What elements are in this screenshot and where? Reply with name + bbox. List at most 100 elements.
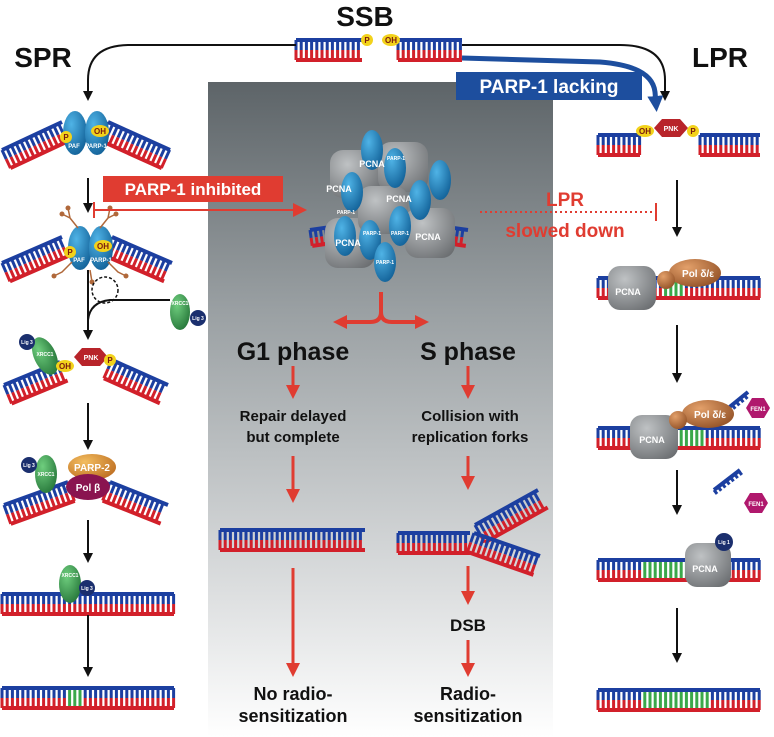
lig3-label-incoming: Lig 3 bbox=[192, 316, 204, 322]
fen1-label-released: FEN1 bbox=[748, 502, 764, 508]
pnk-protein-right bbox=[654, 119, 688, 137]
oh-label-left-2: OH bbox=[97, 242, 109, 251]
parp-inhibited-box bbox=[103, 176, 283, 202]
pcna-label-center-2: PCNA bbox=[326, 184, 352, 194]
pcna-ring-right-4 bbox=[685, 543, 731, 587]
arrow-ssb-to-spr bbox=[83, 44, 296, 101]
dsb-label: DSB bbox=[450, 616, 486, 635]
xrcc1-label-left-4: XRCC1 bbox=[38, 472, 55, 478]
polb-protein bbox=[66, 474, 110, 500]
dna-spr2-right bbox=[102, 235, 173, 284]
par-degradation-circle bbox=[91, 276, 119, 304]
pcna-label-center-1: PCNA bbox=[359, 159, 385, 169]
dna-lpr4 bbox=[596, 558, 761, 582]
pcna-label-right-3: PCNA bbox=[639, 435, 665, 445]
ssb-title: SSB bbox=[336, 1, 394, 32]
parp1-protein-left-2a bbox=[68, 226, 92, 270]
p-label-right: P bbox=[690, 127, 696, 136]
parp2-label: PARP-2 bbox=[74, 463, 110, 474]
p-mark-left-2 bbox=[64, 246, 76, 258]
pcna-label-center-4: PCNA bbox=[415, 232, 441, 242]
lig3-label-left-5: Lig 3 bbox=[81, 586, 93, 592]
dna-lpr-flap-released bbox=[712, 468, 743, 495]
dna-lpr1-right bbox=[698, 133, 760, 157]
ssb-oh-mark bbox=[382, 34, 400, 46]
oh-label-left-1: OH bbox=[94, 127, 106, 136]
fen1-protein-released bbox=[744, 493, 768, 513]
parp2-protein bbox=[68, 454, 116, 480]
fen1-label-right-3: FEN1 bbox=[750, 407, 766, 413]
pnk-protein-left bbox=[74, 348, 108, 366]
dna-ssb-left bbox=[294, 38, 362, 62]
pcna-ring-right-3 bbox=[630, 415, 678, 459]
pol-label-right-2: Pol δ/ε bbox=[682, 269, 714, 280]
parp1-label-left-1: PARP-1 bbox=[85, 144, 107, 150]
dna-s-left bbox=[396, 531, 470, 555]
p-label-left-2: P bbox=[67, 248, 73, 257]
pcna-label-center-5: PCNA bbox=[335, 238, 361, 248]
trapped-parp-complex bbox=[325, 130, 455, 282]
oh-mark-left-2 bbox=[94, 240, 112, 252]
parp1-label-center-2: PARP-1 bbox=[363, 231, 381, 237]
lpr-title: LPR bbox=[692, 42, 748, 73]
pnk-label-left: PNK bbox=[84, 355, 99, 362]
p-mark-right bbox=[687, 125, 699, 137]
fen1-protein-right-3 bbox=[746, 398, 770, 418]
pcna-label-right-4: PCNA bbox=[692, 564, 718, 574]
lpr-slowed-label-2: slowed down bbox=[505, 221, 624, 242]
dna-spr3-left bbox=[2, 360, 69, 406]
p-label-left-3: P bbox=[107, 356, 113, 365]
lig3-protein-left-5 bbox=[79, 580, 95, 596]
oh-label-right: OH bbox=[639, 127, 651, 136]
lig3-label-left-3: Lig 3 bbox=[21, 340, 33, 346]
parp-lacking-label: PARP-1 lacking bbox=[479, 77, 618, 98]
parp1-protein-left-1a bbox=[63, 111, 87, 155]
xrcc1-label-left-3: XRCC1 bbox=[37, 352, 54, 358]
g1-result-2: sensitization bbox=[238, 706, 347, 726]
parp-lacking-box bbox=[456, 72, 642, 100]
paf-label-1: PAF bbox=[68, 144, 80, 150]
pol-label-right-3: Pol δ/ε bbox=[694, 410, 726, 421]
arrow-ssb-to-lpr-blue bbox=[461, 55, 664, 112]
dna-spr5 bbox=[0, 592, 176, 616]
xrcc1-protein-incoming bbox=[170, 294, 190, 330]
s-result-1: Radio- bbox=[440, 684, 496, 704]
dna-spr3-right bbox=[102, 358, 169, 406]
parp1-label-center-4: PARP-1 bbox=[391, 231, 409, 237]
pnk-label-right: PNK bbox=[664, 126, 679, 133]
dna-spr1-right bbox=[98, 120, 171, 171]
p-mark-left-1 bbox=[60, 131, 72, 143]
dna-g1 bbox=[218, 528, 365, 552]
xrcc1-protein-left-5 bbox=[59, 565, 81, 603]
xrcc1-protein-left-3 bbox=[31, 337, 59, 375]
dna-ssb-right bbox=[396, 38, 462, 62]
p-label-left-1: P bbox=[63, 133, 69, 142]
dna-spr2-left bbox=[0, 235, 71, 284]
lpr-slowed-label-1: LPR bbox=[546, 190, 584, 211]
lig1-label: Lig 1 bbox=[718, 540, 730, 546]
lig3-protein-incoming bbox=[190, 310, 206, 326]
dna-lpr1-left bbox=[596, 133, 642, 157]
oh-mark-left-1 bbox=[91, 125, 109, 137]
paf-label-2: PAF bbox=[73, 258, 85, 264]
ssb-p-label: P bbox=[364, 36, 370, 45]
parp-inhibited-label: PARP-1 inhibited bbox=[125, 180, 262, 199]
parp1-label-center-5: PARP-1 bbox=[387, 156, 405, 162]
lig3-protein-left-3 bbox=[19, 334, 35, 350]
dna-lpr3 bbox=[596, 426, 761, 450]
par-chains bbox=[53, 207, 127, 283]
g1-text-1: Repair delayed bbox=[240, 408, 347, 425]
dna-s-fork-upper bbox=[473, 488, 549, 545]
parp1-label-left-2: PARP-1 bbox=[90, 258, 112, 264]
xrcc1-protein-left-4 bbox=[35, 455, 57, 493]
ssb-p-mark bbox=[361, 34, 373, 46]
pcna-label-center-3: PCNA bbox=[386, 194, 412, 204]
pol-subunit-right-2 bbox=[657, 271, 675, 289]
s-title: S phase bbox=[420, 338, 516, 366]
spr-title: SPR bbox=[14, 42, 72, 73]
p-mark-left-3 bbox=[104, 354, 116, 366]
par-dots bbox=[51, 205, 129, 285]
pol-subunit-right-3 bbox=[669, 411, 687, 429]
g1-title: G1 phase bbox=[237, 338, 350, 366]
